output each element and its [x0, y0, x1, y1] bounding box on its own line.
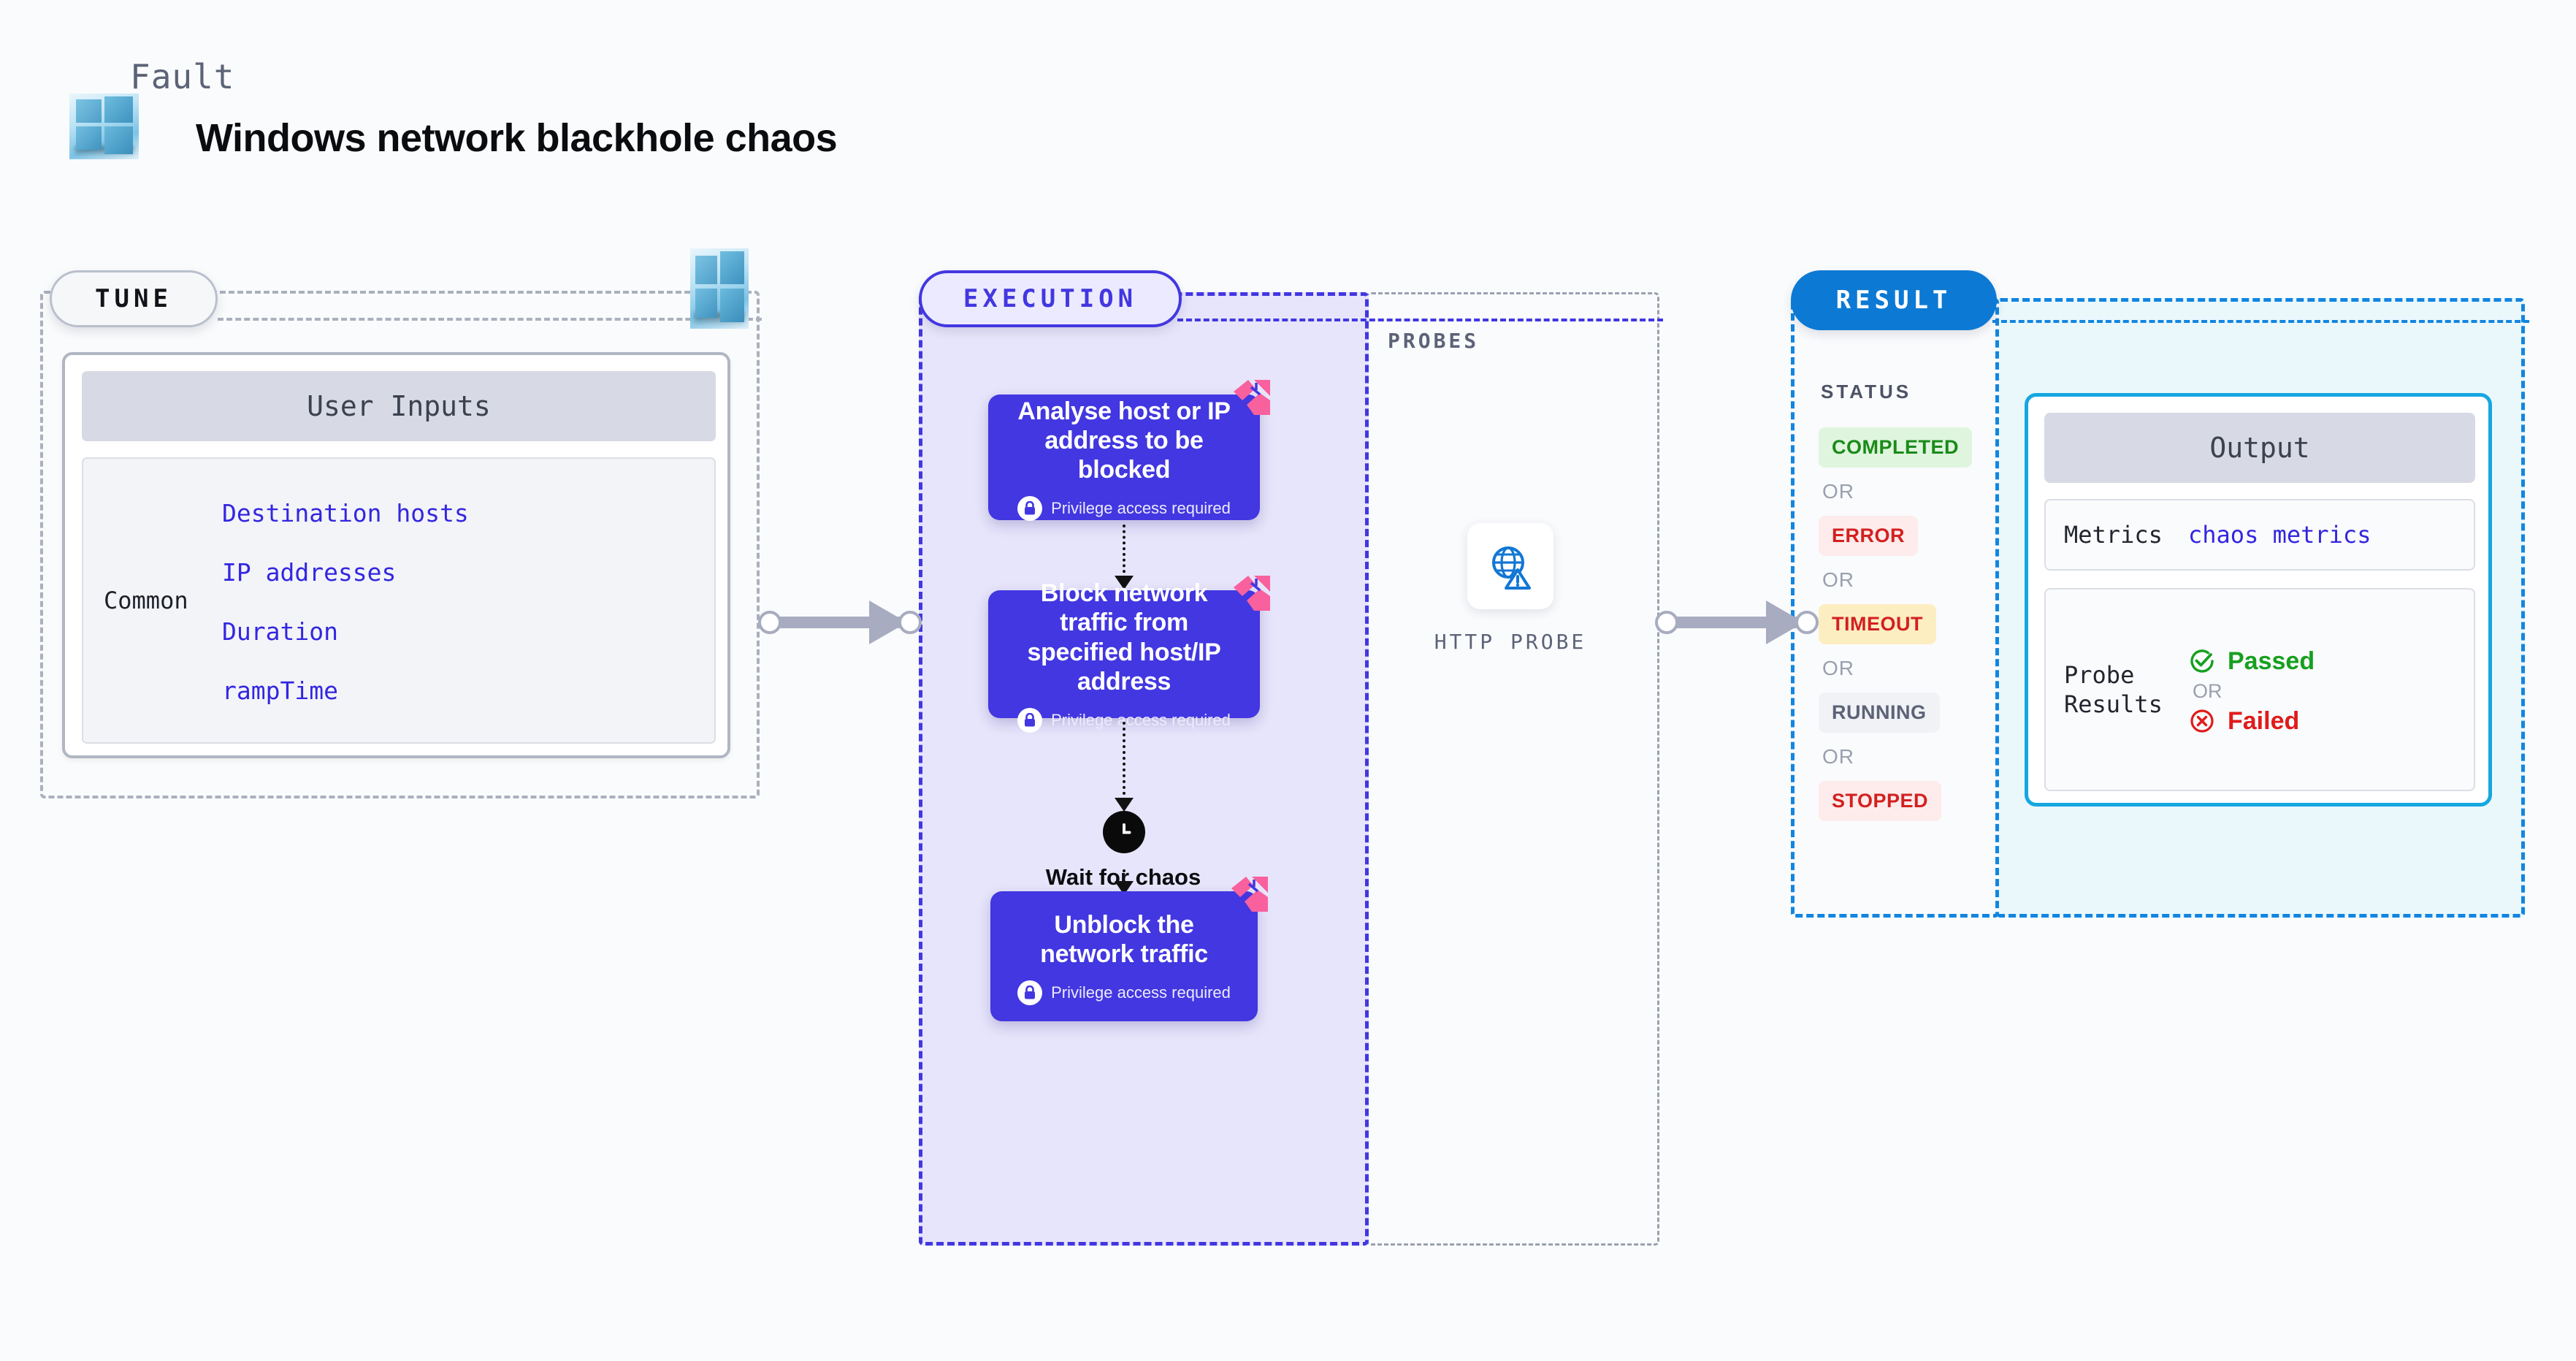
arrow-right-icon [752, 601, 936, 644]
lock-icon [1017, 496, 1043, 522]
lock-icon [1017, 707, 1043, 733]
execution-step-title: Analyse host or IP address to be blocked [1017, 397, 1231, 484]
result-connector-line [1992, 320, 2529, 323]
execution-step[interactable]: Unblock the network traffic Privilege ac… [990, 877, 1268, 1021]
flow-connector-line [1123, 722, 1125, 801]
clock-icon [1103, 811, 1145, 853]
output-metrics-value[interactable]: chaos metrics [2188, 521, 2371, 549]
output-metrics-row: Metrics chaos metrics [2044, 499, 2475, 571]
user-inputs-param-list: Destination hosts IP addresses Duration … [222, 496, 469, 705]
status-title: STATUS [1821, 381, 1912, 403]
passed-label: Passed [2228, 647, 2315, 675]
arrow-right-icon [1649, 601, 1833, 644]
or-label: OR [1822, 480, 1854, 503]
output-probe-key: Probe Results [2064, 661, 2163, 718]
chaos-ribbon-icon [1234, 380, 1270, 415]
execution-step[interactable]: Analyse host or IP address to be blocked… [988, 380, 1270, 522]
flow-connector-line [1123, 869, 1125, 888]
output-header: Output [2044, 413, 2475, 483]
execution-pill[interactable]: EXECUTION [919, 270, 1182, 327]
tune-connector-line [218, 318, 762, 321]
chaos-ribbon-icon [1234, 576, 1270, 611]
user-inputs-group-label: Common [104, 587, 188, 614]
probe-results-list: Passed OR Failed [2188, 644, 2315, 736]
or-label: OR [1822, 745, 1854, 768]
probes-region [1367, 292, 1659, 1246]
page-title: Windows network blackhole chaos [196, 116, 838, 160]
privilege-note: Privilege access required [1017, 707, 1231, 733]
status-badge: ERROR [1819, 516, 1919, 556]
windows-logo-icon [690, 248, 749, 329]
status-badge: TIMEOUT [1819, 604, 1936, 644]
flow-arrow-icon [1115, 798, 1134, 812]
status-badge: RUNNING [1819, 693, 1940, 733]
lock-icon [1017, 980, 1043, 1006]
user-inputs-card: User Inputs Common Destination hosts IP … [62, 352, 730, 758]
or-label: OR [2193, 679, 2223, 702]
chaos-ribbon-icon [1231, 877, 1268, 912]
failed-label: Failed [2228, 706, 2300, 735]
or-label: OR [1822, 568, 1854, 591]
execution-flow: Analyse host or IP address to be blocked… [919, 292, 1369, 1246]
user-input-param[interactable]: Duration [222, 617, 338, 646]
or-label: OR [1822, 657, 1854, 679]
globe-warning-icon[interactable] [1467, 523, 1553, 609]
user-input-param[interactable]: Destination hosts [222, 499, 469, 527]
probes-title: PROBES [1388, 329, 1480, 353]
output-probe-row: Probe Results Passed OR Failed [2044, 588, 2475, 791]
output-card: Output Metrics chaos metrics Probe Resul… [2025, 393, 2492, 807]
user-input-param[interactable]: IP addresses [222, 558, 397, 587]
privilege-label: Privilege access required [1051, 983, 1231, 1002]
status-badge: STOPPED [1819, 781, 1942, 821]
privilege-note: Privilege access required [1017, 496, 1231, 522]
execution-connector-line [1177, 319, 1663, 321]
user-inputs-body: Common Destination hosts IP addresses Du… [82, 457, 716, 744]
windows-logo-icon [69, 94, 139, 159]
privilege-label: Privilege access required [1051, 499, 1231, 518]
status-list: COMPLETED OR ERROR OR TIMEOUT OR RUNNING… [1819, 427, 1987, 821]
probe-result-failed: Failed [2188, 707, 2315, 736]
output-metrics-key: Metrics [2064, 521, 2163, 549]
x-circle-icon [2190, 709, 2214, 733]
check-circle-icon [2190, 649, 2214, 673]
execution-step-title: Unblock the network traffic [1040, 910, 1208, 968]
tune-region [40, 291, 760, 798]
execution-step[interactable]: Block network traffic from specified hos… [988, 576, 1270, 733]
execution-step-title: Block network traffic from specified hos… [1027, 579, 1221, 695]
tune-pill[interactable]: TUNE [50, 270, 218, 327]
user-input-param[interactable]: rampTime [222, 676, 338, 705]
probe-label: HTTP PROBE [1434, 630, 1587, 654]
privilege-note: Privilege access required [1017, 980, 1231, 1006]
status-badge: COMPLETED [1819, 427, 1973, 468]
flow-connector-line [1123, 525, 1125, 579]
fault-kicker: Fault [130, 57, 235, 96]
probe-result-passed: Passed [2188, 647, 2315, 676]
flow-arrow-icon [1115, 576, 1134, 590]
privilege-label: Privilege access required [1051, 710, 1231, 729]
result-pill[interactable]: RESULT [1791, 270, 1997, 330]
user-inputs-header: User Inputs [82, 371, 716, 441]
